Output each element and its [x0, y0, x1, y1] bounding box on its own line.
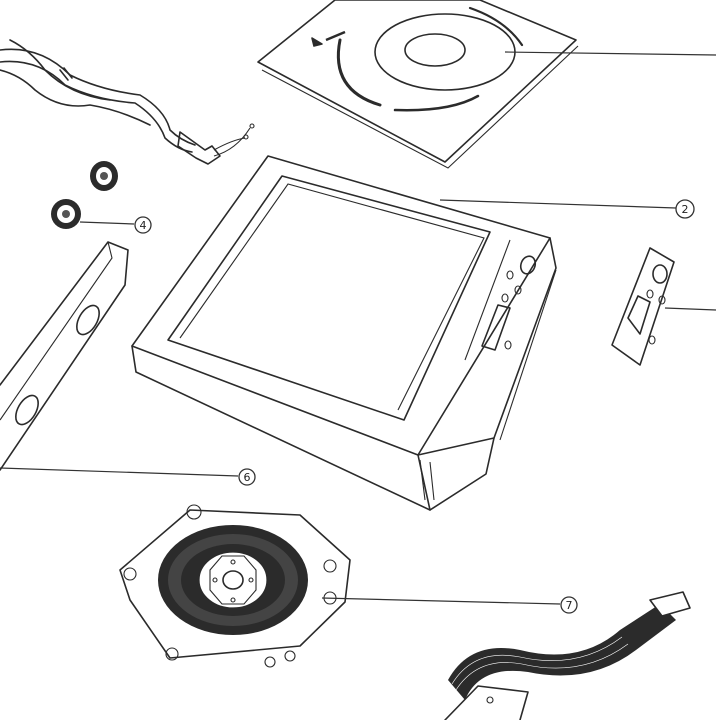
rubber-foot-2: [51, 199, 81, 229]
callout-7: 7: [560, 596, 578, 614]
leader-line-7: [321, 597, 561, 605]
power-cord: [0, 39, 255, 165]
callout-7-label: 7: [566, 599, 573, 612]
rubber-foot-1: [90, 161, 118, 191]
callout-6: 6: [238, 468, 256, 486]
control-panel: [611, 247, 675, 366]
glass-top-plate: [257, 0, 579, 169]
callout-4-label: 4: [140, 219, 147, 232]
leader-line-control-panel: [664, 307, 716, 311]
heating-coil-plate: [119, 504, 351, 668]
cooker-main-body: [131, 155, 557, 511]
leader-line-top-plate: [504, 51, 716, 56]
leader-line-6: [0, 467, 239, 477]
callout-2-label: 2: [682, 203, 689, 216]
leader-line-4: [79, 221, 135, 225]
callout-6-label: 6: [244, 471, 251, 484]
callout-2: 2: [675, 199, 695, 219]
ribbon-cable: [444, 591, 691, 720]
leader-line-2: [439, 199, 677, 209]
callout-4: 4: [134, 216, 152, 234]
side-bracket: [0, 241, 129, 471]
